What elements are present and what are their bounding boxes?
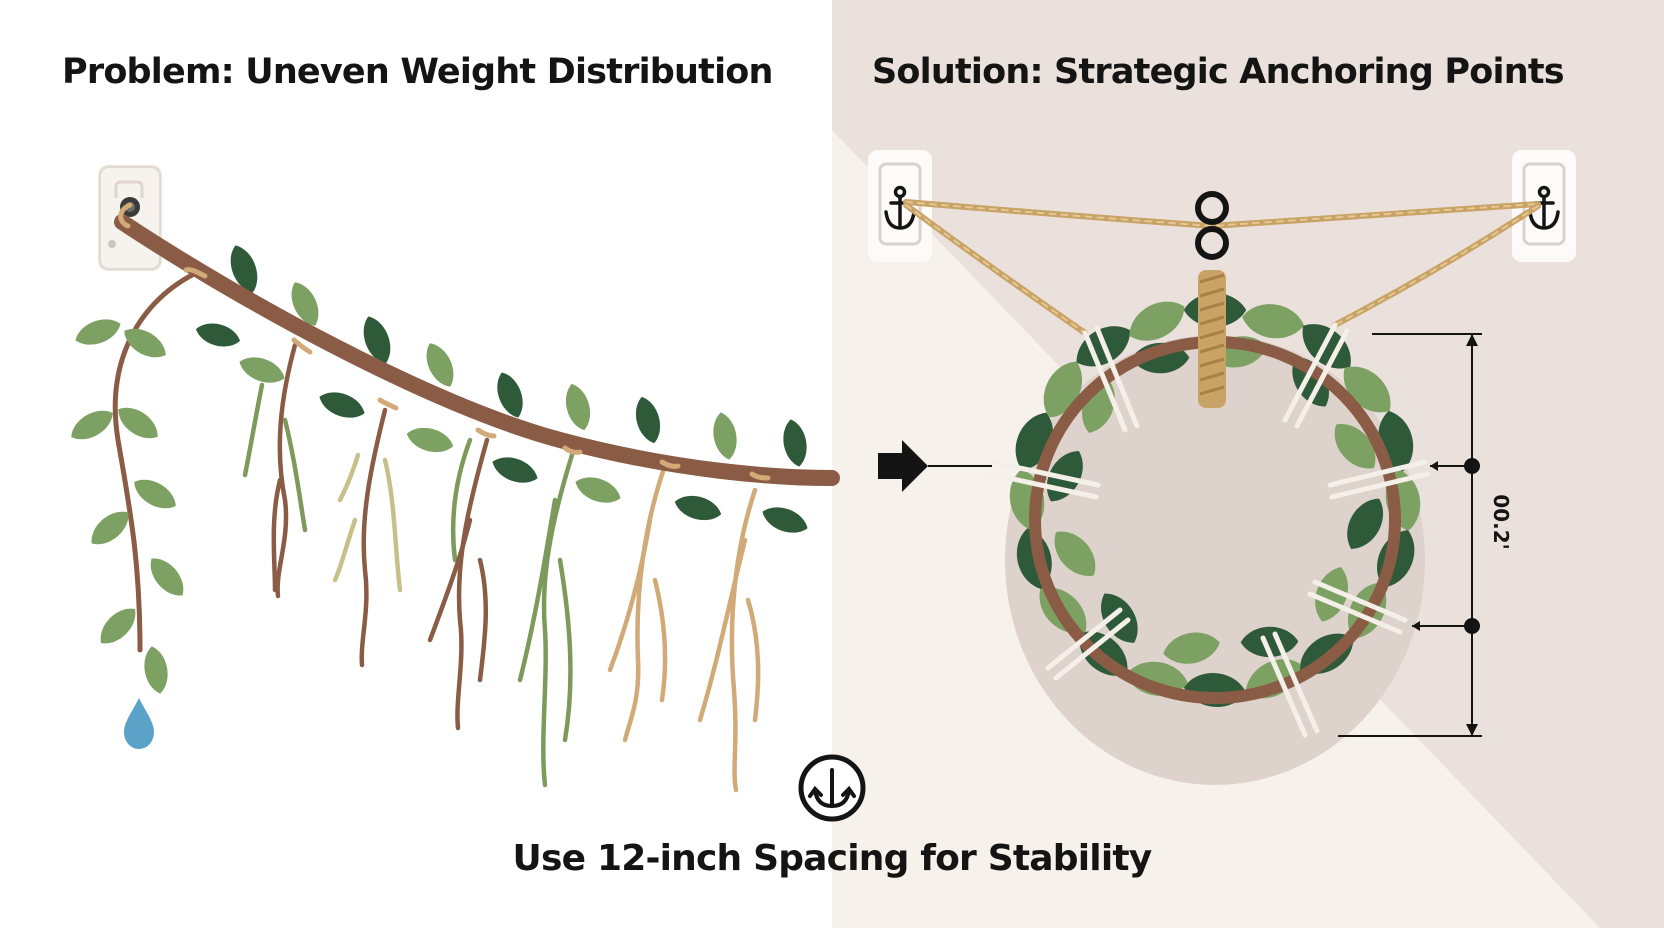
footer-anchor-icon — [798, 754, 866, 822]
dimension-lines — [1338, 333, 1482, 737]
center-wrapped-rope — [1198, 270, 1226, 408]
footer-caption: Use 12-inch Spacing for Stability — [512, 838, 1153, 879]
anchor-icon — [884, 185, 916, 230]
right-wall-anchor — [1512, 150, 1576, 262]
branch-hook — [118, 202, 133, 229]
dangling-vine — [65, 269, 201, 696]
hanging-strands — [242, 342, 761, 793]
problem-illustration — [65, 165, 840, 793]
water-drop-icon — [124, 698, 154, 749]
branch-ties — [183, 267, 771, 481]
measurement-label: 00.2' — [1489, 494, 1513, 549]
problem-heading: Problem: Uneven Weight Distribution — [62, 52, 773, 92]
wreath-binding-straps — [987, 322, 1430, 738]
solution-heading: Solution: Strategic Anchoring Points — [872, 52, 1565, 92]
figure-eight-hook-icon — [1195, 191, 1229, 260]
arrow-right-icon — [878, 440, 992, 492]
support-ropes — [903, 199, 1541, 336]
solution-illustration: 00.2' — [868, 150, 1576, 785]
